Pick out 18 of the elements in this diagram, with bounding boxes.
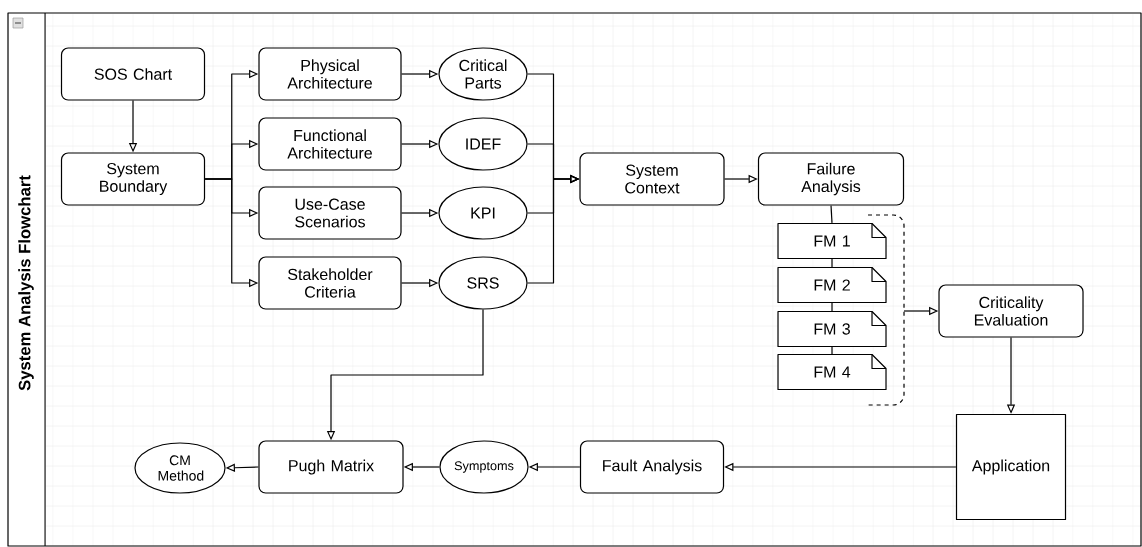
process-box: Functional Architecture (258, 117, 402, 171)
process-box: Use-Case Scenarios (258, 186, 402, 240)
ellipse-node: SRS (438, 256, 528, 310)
ellipse-node: Symptoms (439, 440, 529, 494)
ellipse-node: KPI (438, 186, 528, 240)
process-box: Stakeholder Criteria (258, 256, 402, 310)
process-box: Fault Analysis (579, 440, 725, 494)
process-box: Failure Analysis (757, 152, 905, 206)
ellipse-node: Critical Parts (438, 47, 528, 101)
process-box: System Boundary (60, 152, 206, 206)
process-box: Application (955, 413, 1067, 521)
process-box: Physical Architecture (258, 47, 402, 101)
process-box: System Context (579, 152, 725, 206)
ellipse-node: CM Method (134, 442, 226, 494)
process-box: Criticality Evaluation (938, 284, 1084, 338)
process-box: Pugh Matrix (258, 440, 404, 494)
ellipse-node: IDEF (438, 117, 528, 171)
process-box: SOS Chart (60, 47, 206, 101)
